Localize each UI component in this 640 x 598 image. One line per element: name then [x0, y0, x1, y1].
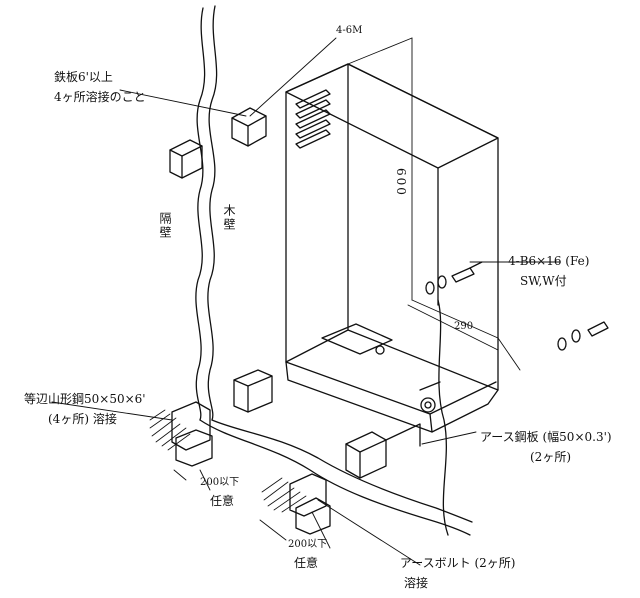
label-optional-bottom: 任意 [294, 556, 319, 570]
wall-section [195, 5, 473, 536]
ground-hatching [149, 409, 307, 513]
left-bracket [169, 139, 203, 179]
lower-left-bracket [233, 369, 273, 413]
bolt-set-upper [425, 261, 483, 295]
label-bolt-spec-1: 4-B6×16 (Fe) [508, 254, 590, 268]
angle-bracket-left [171, 401, 213, 467]
label-width-290: 290 [454, 321, 474, 332]
label-earth-plate-2: (2ヶ所) [530, 450, 571, 464]
angle-bracket-bottom [289, 473, 331, 535]
label-earth-bolt-2: 溶接 [404, 576, 429, 590]
label-anchor-4-6m: 4-6M [336, 25, 363, 36]
label-angle-steel-2: (4ヶ所) 溶接 [48, 412, 117, 426]
leader-lines [51, 37, 561, 566]
label-bolt-spec-2: SW,W付 [520, 274, 567, 288]
label-wood-wall: 木壁 [222, 204, 236, 232]
label-dim-200-left: 200以下 [200, 477, 240, 488]
dimension-lines [347, 37, 521, 371]
label-earth-plate-1: アース鋼板 (幅50×0.3') [480, 430, 612, 444]
label-iron-plate-1: 鉄板6'以上 [54, 70, 113, 84]
label-partition-wall: 隔壁 [158, 212, 172, 240]
earth-plate-bracket [345, 423, 421, 479]
label-dim-200-bottom: 200以下 [288, 539, 328, 550]
label-height-600: 600 [394, 168, 408, 197]
label-iron-plate-2: 4ヶ所溶接のこと [54, 90, 146, 104]
label-optional-left: 任意 [210, 494, 235, 508]
bolt-set-lower [557, 321, 609, 351]
upper-bracket [231, 107, 267, 147]
cabinet [285, 63, 499, 433]
label-earth-bolt-1: アースボルト (2ヶ所) [400, 556, 516, 570]
label-angle-steel-1: 等辺山形鋼50×50×6' [24, 392, 146, 406]
